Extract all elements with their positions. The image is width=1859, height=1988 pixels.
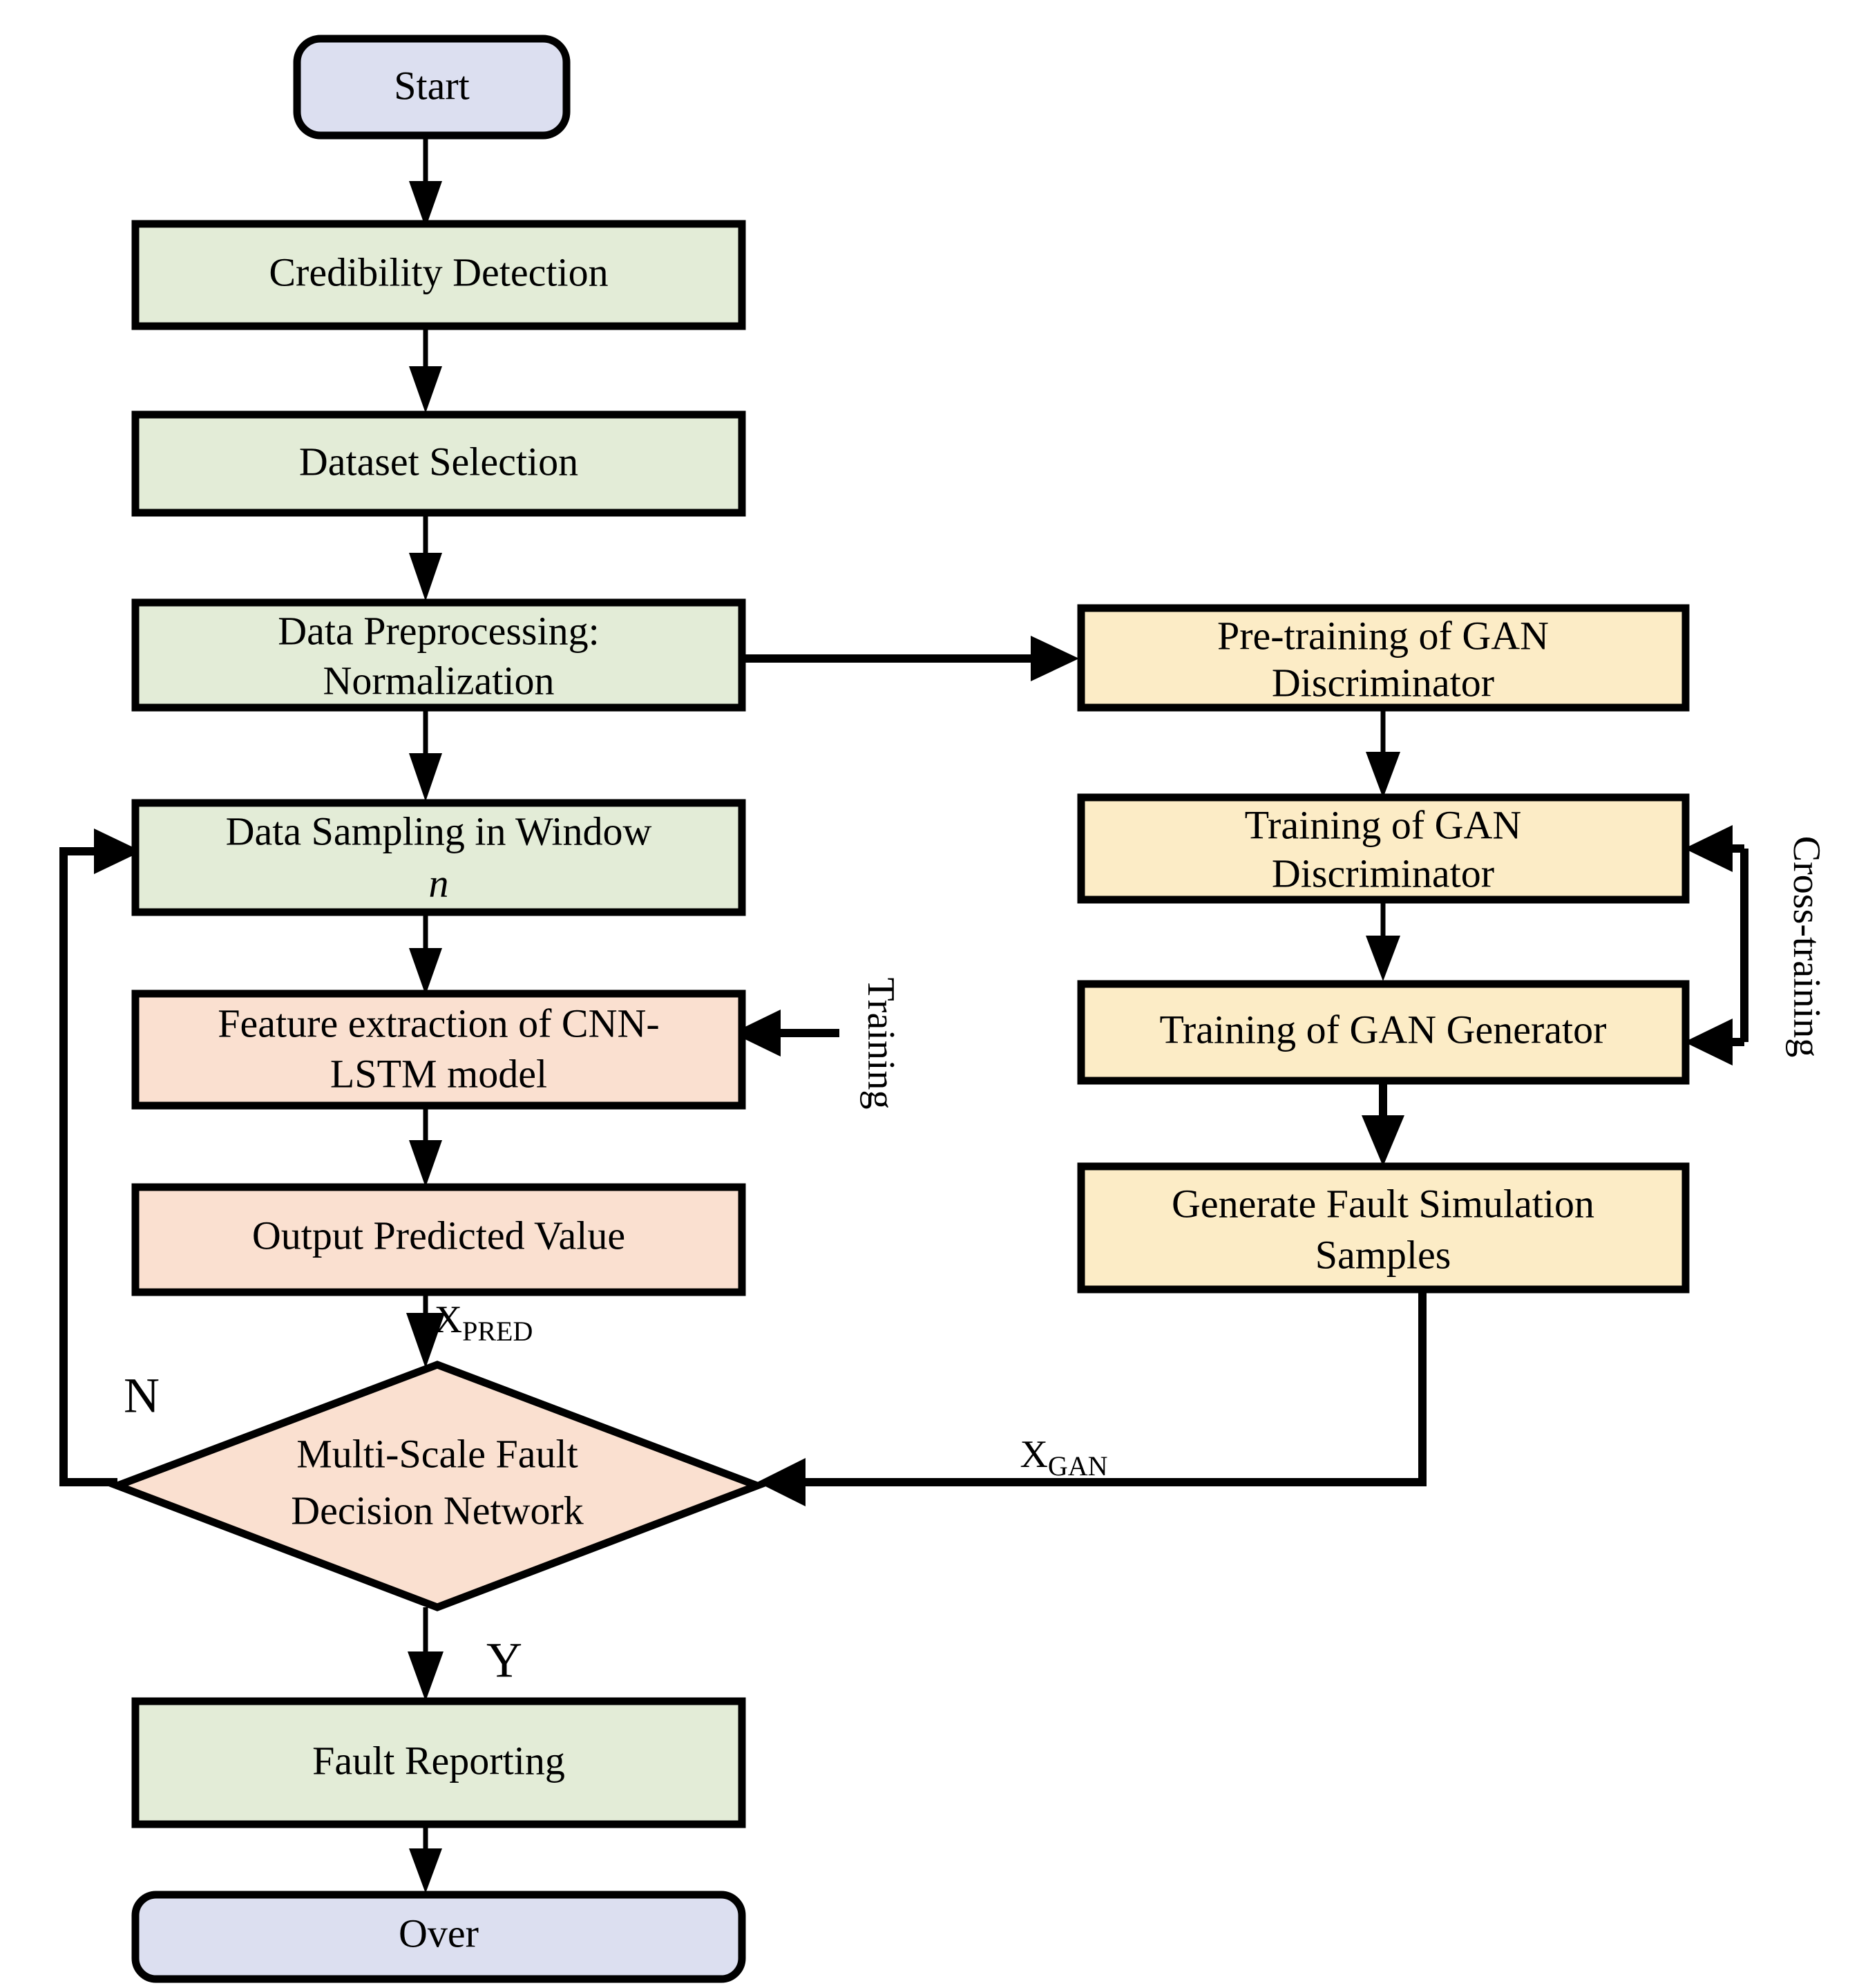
node-generate-fault-samples-label-1: Generate Fault Simulation [1172,1181,1594,1226]
edge-dataset-to-preprocessing [409,511,442,601]
edge-gan-pretraining-to-discriminator [1366,708,1400,798]
edge-gan-generator-to-generate-samples [1362,1079,1404,1166]
node-fault-reporting-label: Fault Reporting [312,1738,565,1783]
svg-text:XPRED: XPRED [435,1298,533,1347]
node-generate-fault-samples[interactable]: Generate Fault Simulation Samples [1077,1162,1690,1294]
node-gan-pretraining-label-2: Discriminator [1272,660,1494,705]
edge-label-yes-branch: Y [486,1633,522,1688]
edge-preprocessing-to-sampling [409,705,442,802]
edge-label-x-pred: XPRED [435,1298,533,1347]
edge-label-x-gan-subscript: GAN [1048,1450,1108,1481]
node-gan-generator-training[interactable]: Training of GAN Generator [1077,980,1690,1085]
node-data-sampling[interactable]: Data Sampling in Window n [131,799,746,916]
node-dataset-selection[interactable]: Dataset Selection [131,410,746,517]
edge-start-to-credibility [409,135,442,228]
node-decision-label-2: Decision Network [291,1488,584,1533]
node-data-sampling-label-1: Data Sampling in Window [226,808,652,853]
node-start[interactable]: Start [293,35,571,140]
edge-gan-discriminator-to-generator [1366,898,1400,981]
node-output-predicted-value[interactable]: Output Predicted Value [131,1183,746,1296]
edge-label-x-pred-subscript: PRED [462,1316,533,1347]
node-start-label: Start [394,63,470,108]
edge-label-cross-training: Cross-training [1785,836,1828,1057]
node-generate-fault-samples-label-2: Samples [1315,1232,1451,1277]
node-decision-multi-scale-fault[interactable]: Multi-Scale Fault Decision Network [106,1361,768,1611]
node-data-preprocessing-label-2: Normalization [323,658,554,703]
edge-training-into-feature [732,1010,839,1057]
node-gan-discriminator-training-label-1: Training of GAN [1245,802,1522,847]
node-output-predicted-value-label: Output Predicted Value [252,1213,625,1258]
node-dataset-selection-label: Dataset Selection [299,439,578,484]
edge-cross-training-bracket [1684,825,1748,1066]
edge-decision-to-fault-reporting [408,1607,444,1701]
node-feature-extraction-label-2: LSTM model [330,1051,547,1096]
node-gan-generator-training-label: Training of GAN Generator [1159,1007,1606,1052]
edge-generate-samples-to-decision [757,1289,1427,1506]
edge-preprocessing-to-gan-pretraining [742,636,1079,681]
node-data-preprocessing-label-1: Data Preprocessing: [278,608,599,653]
node-gan-pretraining[interactable]: Pre-training of GAN Discriminator [1077,604,1690,712]
node-credibility-detection[interactable]: Credibility Detection [131,220,746,330]
node-data-preprocessing[interactable]: Data Preprocessing: Normalization [131,598,746,712]
edge-decision-no-loop [59,829,142,1486]
edge-label-x-pred-base: X [435,1298,462,1341]
node-fault-reporting[interactable]: Fault Reporting [131,1697,746,1828]
edge-credibility-to-dataset [409,325,442,413]
node-data-sampling-label-2: n [429,860,449,905]
edge-feature-to-output [409,1106,442,1187]
node-decision-label-1: Multi-Scale Fault [296,1431,578,1476]
node-over[interactable]: Over [131,1891,746,1983]
edge-label-x-gan: XGAN [1020,1433,1107,1481]
node-feature-extraction-label-1: Feature extraction of CNN- [218,1001,659,1045]
node-over-label: Over [399,1911,479,1956]
svg-text:XGAN: XGAN [1020,1433,1107,1481]
node-gan-pretraining-label-1: Pre-training of GAN [1217,613,1549,658]
node-feature-extraction[interactable]: Feature extraction of CNN- LSTM model [131,990,746,1110]
edge-sampling-to-feature [409,911,442,995]
node-gan-discriminator-training-label-2: Discriminator [1272,851,1494,896]
edge-fault-reporting-to-over [409,1824,442,1893]
edge-label-x-gan-base: X [1020,1433,1047,1476]
node-gan-discriminator-training[interactable]: Training of GAN Discriminator [1077,793,1690,904]
edge-label-no-branch: N [124,1368,160,1423]
node-credibility-detection-label: Credibility Detection [269,249,608,294]
edge-label-training: Training [859,978,902,1110]
